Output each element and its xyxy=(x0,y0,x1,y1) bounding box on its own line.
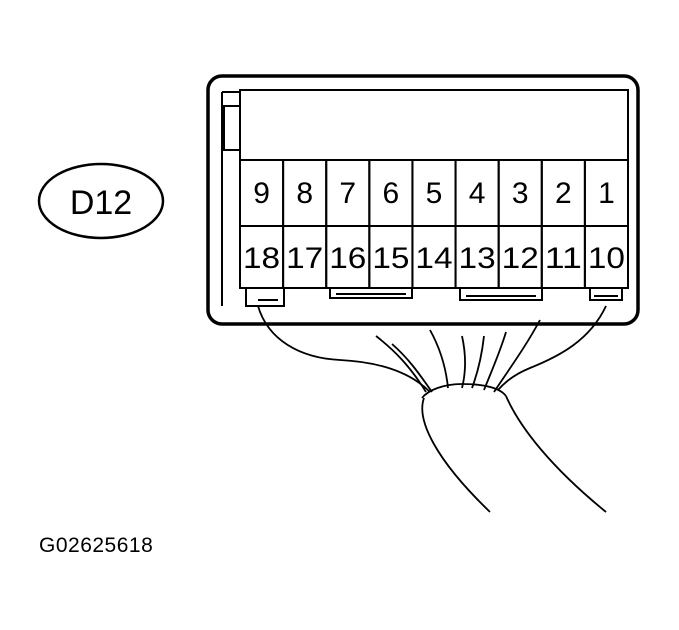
pin-number: 16 xyxy=(329,242,366,275)
connector-label: D12 xyxy=(37,162,165,240)
pin-number: 11 xyxy=(545,242,582,275)
pin-number: 6 xyxy=(383,177,400,210)
pin-number: 18 xyxy=(243,242,280,275)
pin-number: 10 xyxy=(588,242,625,275)
pin-number: 14 xyxy=(415,242,452,275)
pin-number: 17 xyxy=(286,242,323,275)
pin-number: 13 xyxy=(459,242,496,275)
pin-number: 7 xyxy=(339,177,356,210)
pin-number: 9 xyxy=(253,177,270,210)
pin-number: 15 xyxy=(372,242,409,275)
pin-number: 8 xyxy=(296,177,313,210)
pin-number: 3 xyxy=(512,177,529,210)
pin-number: 2 xyxy=(555,177,572,210)
figure-id: G02625618 xyxy=(39,534,154,557)
terminal-tabs xyxy=(245,288,623,307)
pin-cell xyxy=(583,225,630,289)
connector-housing xyxy=(206,74,640,326)
wire-harness xyxy=(257,305,607,513)
pin-number: 4 xyxy=(469,177,486,210)
pin-number: 1 xyxy=(598,177,615,210)
connector-label-text: D12 xyxy=(70,184,132,222)
pin-number: 5 xyxy=(426,177,443,210)
pin-number: 12 xyxy=(502,242,539,275)
